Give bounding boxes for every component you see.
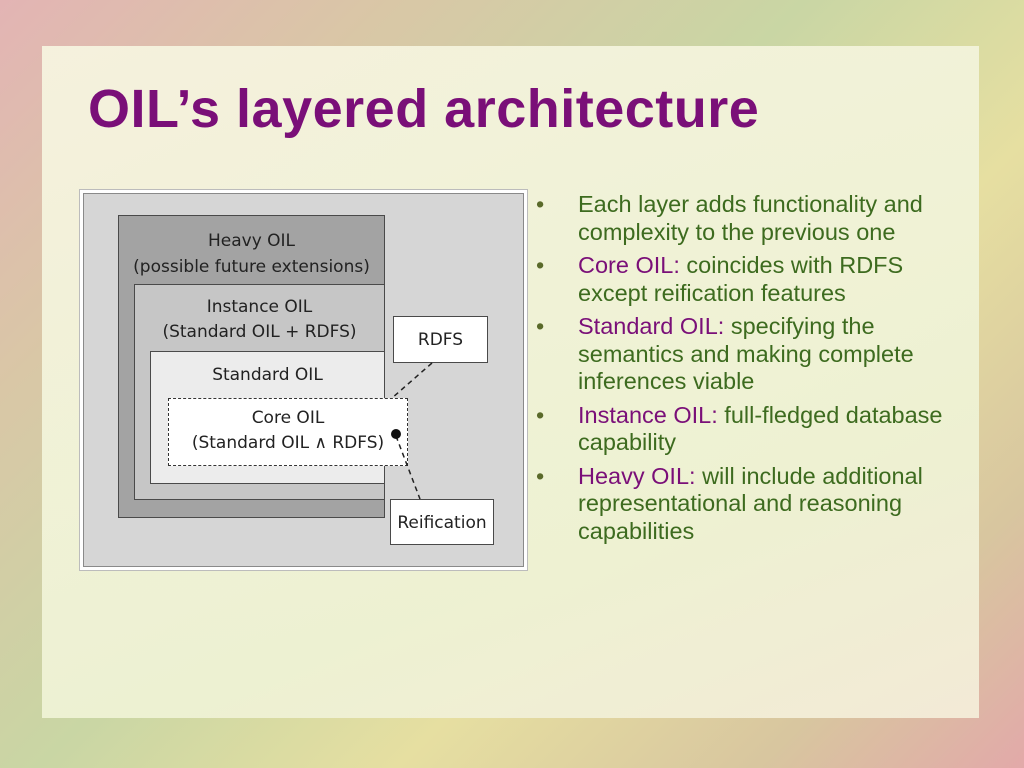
rdfs-connector [391, 362, 433, 399]
bullet-item: •Standard OIL: specifying the semantics … [536, 313, 914, 394]
bullet-list: •Each layer adds functionality and compl… [536, 191, 956, 551]
core-oil-subtitle: (Standard OIL ∧ RDFS) [191, 433, 385, 453]
bullet-term: Core OIL: [578, 252, 680, 278]
reification-connector [395, 435, 421, 500]
core-oil-title: Core OIL [251, 408, 325, 428]
instance-oil-title: Instance OIL [206, 297, 313, 317]
rdfs-box: RDFS [393, 316, 488, 363]
standard-oil-title: Standard OIL [212, 365, 323, 385]
reification-label: Reification [397, 513, 487, 533]
heavy-oil-title: Heavy OIL [207, 231, 296, 251]
bullet-term: Heavy OIL: [578, 462, 696, 489]
bullet-item: •Each layer adds functionality and compl… [536, 191, 923, 245]
layer-diagram: Heavy OIL (possible future extensions) I… [79, 189, 528, 571]
slide-title: OIL’s layered architecture [88, 79, 760, 139]
connector-lines [391, 362, 433, 500]
bullet-term: Instance OIL: [578, 401, 718, 428]
bullet-item: •Instance OIL: full-fledged database cap… [536, 401, 943, 456]
bullet-item: •Heavy OIL: will include additional repr… [536, 462, 923, 544]
rdfs-label: RDFS [417, 330, 464, 350]
reification-box: Reification [390, 499, 494, 545]
heavy-oil-subtitle: (possible future extensions) [133, 257, 370, 277]
core-oil-layer: Core OIL (Standard OIL ∧ RDFS) [168, 398, 408, 466]
bullet-item: •Core OIL: coincides with RDFS except re… [536, 252, 904, 306]
bullet-term: Standard OIL: [578, 313, 725, 339]
instance-oil-subtitle: (Standard OIL + RDFS) [162, 322, 357, 342]
reification-dot [391, 429, 401, 439]
